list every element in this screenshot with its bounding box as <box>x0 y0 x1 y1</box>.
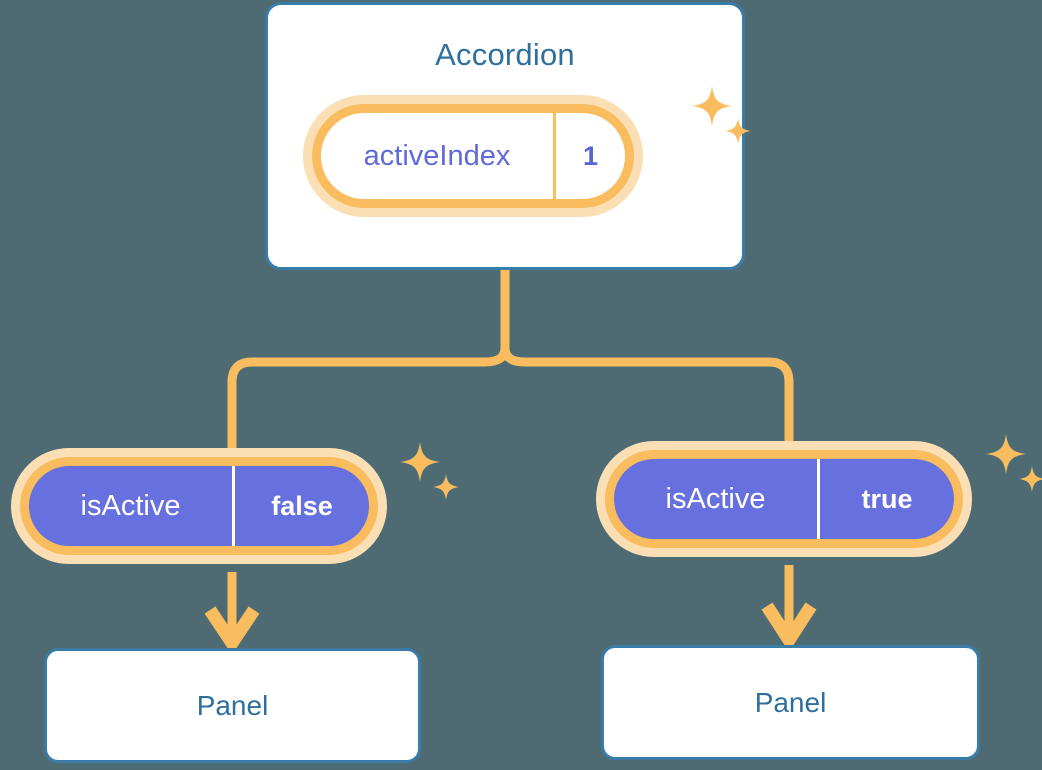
connector-branch-left <box>227 347 510 460</box>
state-key-label: activeIndex <box>363 139 511 172</box>
arrow-down-icon-left <box>204 606 260 655</box>
state-value-label: 1 <box>553 113 625 199</box>
accordion-title: Accordion <box>435 37 575 72</box>
sparkle-icon-right <box>986 434 1042 492</box>
arrow-down-icon-right <box>761 602 817 652</box>
panel-title: Panel <box>196 689 269 721</box>
state-value-label: false <box>232 466 369 546</box>
panel-component-card-right[interactable]: Panel <box>601 645 980 760</box>
panel-title: Panel <box>754 686 827 718</box>
state-pill-is-active-false[interactable]: isActive false <box>20 457 378 555</box>
sparkle-icon-left <box>400 442 459 500</box>
state-key-label: isActive <box>80 489 181 522</box>
connector-branch-right <box>500 347 794 455</box>
state-key-label: isActive <box>665 482 766 515</box>
state-pill-is-active-true[interactable]: isActive true <box>605 450 963 548</box>
panel-component-card-left[interactable]: Panel <box>44 648 421 763</box>
state-pill-active-index[interactable]: activeIndex 1 <box>312 104 634 208</box>
state-value-label: true <box>817 459 954 539</box>
